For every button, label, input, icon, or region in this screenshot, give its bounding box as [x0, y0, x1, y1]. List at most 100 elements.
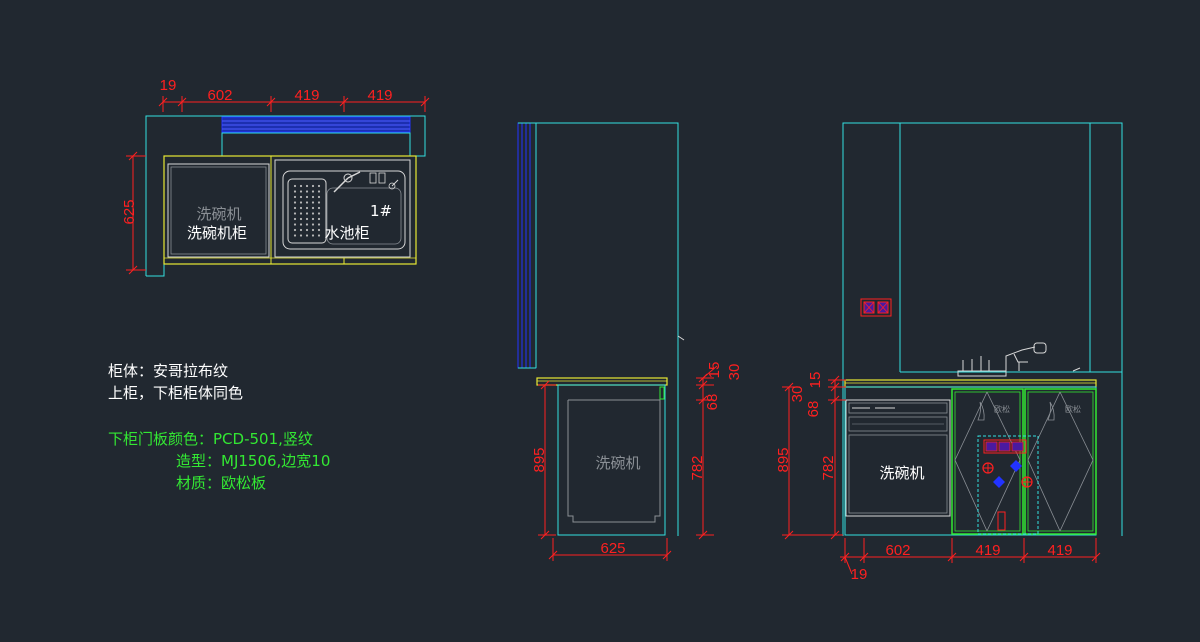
- plan-dim-19: 19: [160, 77, 177, 94]
- front-dishwasher-label: 洗碗机: [879, 464, 924, 482]
- front-dim-895: 895: [775, 447, 792, 472]
- side-right-dimension: [696, 365, 718, 540]
- note-door-color: 下柜门板颜色：PCD-501,竖纹: [108, 430, 313, 448]
- plan-dishwasher-cabinet-label: 洗碗机柜: [187, 224, 247, 242]
- drain-dot: [299, 206, 303, 210]
- drain-dot: [311, 195, 315, 199]
- drain-dot: [311, 234, 315, 237]
- drain-dot: [299, 223, 303, 226]
- front-dim-19: 19: [851, 566, 868, 583]
- drain-dot: [317, 212, 321, 215]
- plan-sink-cabinet: [274, 159, 411, 258]
- plan-sink-cabinet-label: 水池柜: [324, 224, 369, 242]
- drain-dot: [293, 184, 297, 188]
- side-dim-625: 625: [600, 540, 625, 557]
- plan-dim-419-a: 419: [294, 87, 319, 104]
- side-countertop: [536, 377, 668, 386]
- drain-dot: [311, 212, 315, 215]
- drain-dot: [317, 206, 321, 210]
- drain-dot: [299, 195, 303, 199]
- faucet-base-icon: [343, 173, 353, 183]
- drain-dot: [305, 190, 309, 193]
- drain-dot: [293, 195, 297, 199]
- front-bottom-dimensions: [840, 538, 1101, 575]
- drain-dot: [311, 217, 315, 221]
- drain-dot: [293, 212, 297, 215]
- drain-dot: [305, 217, 309, 221]
- front-view: 洗碗机 欧松 欧松: [775, 122, 1123, 583]
- front-door-text-right: 欧松: [1065, 404, 1081, 414]
- drain-dot: [299, 217, 303, 221]
- drain-dot: [299, 234, 303, 237]
- drain-dot: [299, 201, 303, 204]
- side-dim-30: 30: [726, 364, 743, 381]
- drain-dot: [299, 212, 303, 215]
- front-dim-782: 782: [820, 455, 837, 480]
- drain-dot: [317, 195, 321, 199]
- drain-dot: [317, 223, 321, 226]
- drain-dot: [293, 206, 297, 210]
- front-dishwasher: [845, 399, 951, 517]
- plan-drainboard: [287, 178, 327, 244]
- drain-dot: [305, 234, 309, 237]
- plan-top-dimensions: [158, 96, 430, 112]
- note-material: 材质：欧松板: [176, 474, 267, 492]
- side-dim-68: 68: [704, 394, 721, 411]
- front-door-text-left: 欧松: [994, 404, 1010, 414]
- drain-dot: [317, 217, 321, 221]
- side-dim-895: 895: [531, 447, 548, 472]
- plan-left-dimension: [126, 151, 146, 275]
- drain-dot: [317, 234, 321, 237]
- drain-dot: [311, 206, 315, 210]
- drain-dot: [311, 228, 315, 232]
- front-left-dimensions: [782, 375, 846, 540]
- note-same-color: 上柜，下柜柜体同色: [108, 384, 244, 402]
- drain-dot: [305, 195, 309, 199]
- side-cabinet-body: [557, 384, 666, 536]
- plan-sink-basin: [282, 170, 406, 250]
- plan-wall-outline: [145, 115, 426, 277]
- side-dim-782: 782: [689, 455, 706, 480]
- drain-dot: [311, 201, 315, 204]
- drain-dot: [293, 217, 297, 221]
- drain-dot: [293, 201, 297, 204]
- plan-view: 洗碗机 洗碗机柜 水池柜 1# 19 602 419 419: [121, 77, 430, 277]
- drain-dot: [299, 184, 303, 188]
- drainboard-dots: [293, 184, 321, 237]
- plan-dishwasher-gray-label: 洗碗机: [196, 205, 241, 223]
- front-sink-door-right: [1024, 388, 1097, 535]
- drain-dot: [293, 223, 297, 226]
- side-view: 洗碗机 895 782 15 30 68: [517, 122, 743, 561]
- drain-dot: [305, 223, 309, 226]
- front-dim-30: 30: [789, 386, 806, 403]
- plan-countertop: [163, 155, 417, 265]
- side-dishwasher-outline: [567, 399, 661, 523]
- plan-dim-419-b: 419: [367, 87, 392, 104]
- side-blue-panel: [517, 122, 537, 369]
- drain-dot: [299, 228, 303, 232]
- drain-dot: [311, 184, 315, 188]
- side-dishwasher-label: 洗碗机: [595, 454, 640, 472]
- front-pipe-markers: [982, 460, 1033, 531]
- front-dim-15: 15: [807, 372, 824, 389]
- drain-dot: [317, 228, 321, 232]
- side-bottom-dimension: [548, 538, 672, 561]
- front-dim-602: 602: [885, 542, 910, 559]
- front-wall-outline: [842, 122, 1123, 536]
- drain-dot: [305, 201, 309, 204]
- front-dim-419-a: 419: [975, 542, 1000, 559]
- front-upper-outlet-icon: [860, 298, 892, 317]
- side-left-dimension: [538, 380, 556, 540]
- front-countertop: [844, 379, 1097, 388]
- drain-dot: [305, 228, 309, 232]
- drain-dot: [305, 184, 309, 188]
- plan-dishwasher: [167, 163, 270, 258]
- drain-dot: [299, 190, 303, 193]
- note-cabinet-body: 柜体：安哥拉布纹: [108, 362, 229, 380]
- front-dim-419-b: 419: [1047, 542, 1072, 559]
- front-dim-68: 68: [805, 401, 822, 418]
- drain-dot: [293, 228, 297, 232]
- drain-dot: [311, 223, 315, 226]
- plan-dim-625: 625: [121, 199, 138, 224]
- drain-dot: [305, 212, 309, 215]
